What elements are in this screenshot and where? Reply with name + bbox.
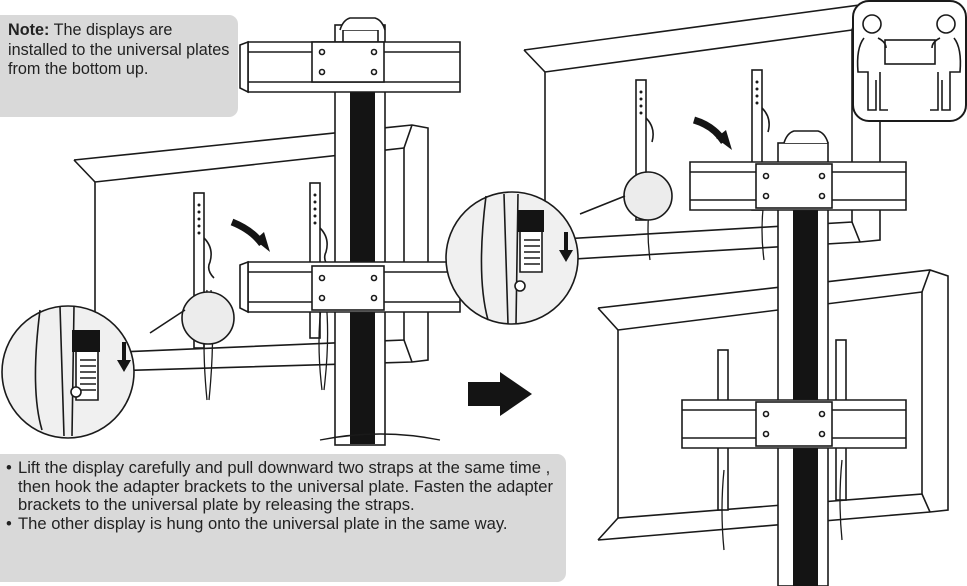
left-zoom-detail bbox=[1, 291, 235, 439]
left-upper-plate bbox=[239, 40, 461, 94]
two-person-lift-icon bbox=[852, 0, 967, 122]
left-pole bbox=[319, 17, 441, 446]
right-zoom-detail bbox=[445, 171, 673, 325]
bullet-icon: • bbox=[6, 458, 12, 477]
note-label: Note: bbox=[8, 21, 50, 39]
right-arrow-icon bbox=[468, 372, 532, 416]
right-upper-plate bbox=[689, 161, 907, 211]
instruction-text: Lift the display carefully and pull down… bbox=[18, 458, 554, 515]
note-callout: Note: The displays are installed to the … bbox=[0, 15, 238, 117]
right-lower-plate bbox=[681, 399, 907, 449]
left-lower-plate bbox=[239, 260, 461, 314]
instructions-callout: • Lift the display carefully and pull do… bbox=[0, 454, 566, 582]
right-upper-display bbox=[523, 4, 881, 263]
bullet-icon: • bbox=[6, 513, 12, 533]
right-pole bbox=[777, 130, 829, 586]
instruction-text: The other display is hung onto the unive… bbox=[18, 513, 508, 533]
instruction-item: • Lift the display carefully and pull do… bbox=[6, 458, 560, 515]
note-text: The displays are installed to the univer… bbox=[8, 21, 230, 78]
instruction-item: • The other display is hung onto the uni… bbox=[6, 513, 560, 534]
